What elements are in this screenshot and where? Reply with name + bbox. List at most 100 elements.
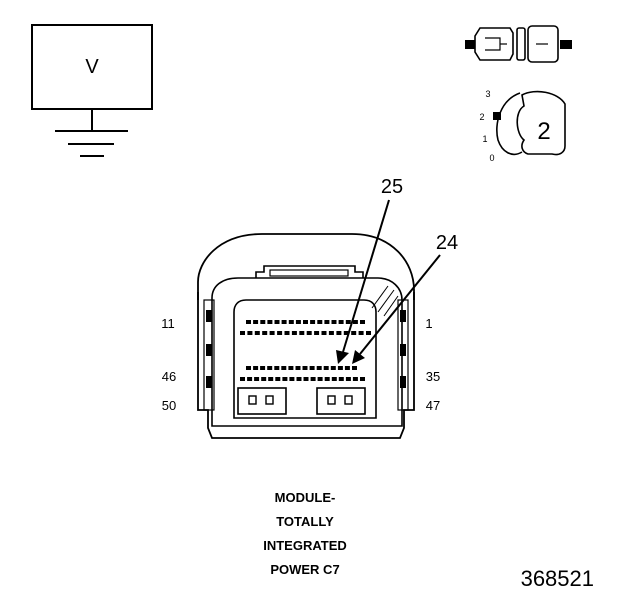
power-cavity-right: [316, 387, 366, 415]
pin-terminal: [330, 366, 336, 370]
pin-terminal: [275, 377, 281, 381]
pin-terminal: [317, 377, 323, 381]
pin-terminal: [274, 366, 280, 370]
pin-terminal: [288, 320, 294, 324]
pin-terminal: [303, 320, 308, 324]
pin-terminal: [360, 377, 365, 381]
pin-terminal: [299, 331, 305, 335]
pin-grid: [240, 320, 371, 381]
pin-terminal: [240, 377, 245, 381]
pin-terminal: [310, 320, 316, 324]
arrow-25-icon: [336, 199, 390, 364]
pin-terminal: [366, 331, 371, 335]
pin-terminal: [309, 366, 315, 370]
pin-terminal: [274, 320, 280, 324]
pin-terminal: [262, 331, 268, 335]
pin-label-11: 11: [161, 316, 175, 331]
pin-terminal: [296, 377, 302, 381]
pin-terminal: [281, 366, 287, 370]
pin-label-35: 35: [426, 369, 440, 384]
pin-terminal: [246, 320, 251, 324]
pin-terminal: [253, 366, 259, 370]
pin-terminal: [351, 331, 357, 335]
connector-c7: [197, 233, 415, 439]
pin-terminal: [267, 366, 273, 370]
pin-terminal: [328, 331, 334, 335]
pin-terminal: [338, 377, 344, 381]
pin-terminal: [358, 331, 364, 335]
pin-terminal: [247, 377, 253, 381]
voltmeter-label: V: [85, 56, 99, 78]
selector-position-1: 1: [482, 134, 487, 144]
pin-terminal: [352, 320, 358, 324]
pin-terminal: [352, 377, 358, 381]
figure-number: 368521: [520, 566, 594, 591]
pin-terminal: [344, 366, 350, 370]
pin-terminal: [288, 366, 294, 370]
pin-terminal: [310, 377, 316, 381]
pin-terminal: [291, 331, 297, 335]
callout-24: 24: [436, 232, 458, 254]
pin-terminal: [282, 377, 288, 381]
pin-terminal: [295, 320, 301, 324]
voltmeter-symbol: V: [31, 24, 153, 157]
pin-terminal: [324, 377, 330, 381]
pin-terminal: [352, 366, 357, 370]
selector-switch-icon: 3 2 1 0 2: [479, 89, 566, 163]
pin-terminal: [360, 320, 365, 324]
pin-terminal: [321, 331, 327, 335]
caption-line-1: MODULE-: [274, 490, 336, 505]
pin-label-50: 50: [162, 398, 176, 413]
pin-terminal: [253, 320, 259, 324]
pin-terminal: [336, 331, 342, 335]
pin-terminal: [247, 331, 253, 335]
pin-terminal: [343, 331, 349, 335]
caption-line-3: INTEGRATED: [263, 538, 347, 553]
pin-terminal: [295, 366, 301, 370]
pin-terminal: [267, 320, 273, 324]
pin-terminal: [314, 331, 320, 335]
pin-terminal: [260, 320, 266, 324]
pin-terminal: [337, 366, 343, 370]
pin-terminal: [303, 377, 309, 381]
selector-position-3: 3: [485, 89, 490, 99]
pin-label-1: 1: [425, 316, 432, 331]
arrow-24-icon: [352, 254, 441, 364]
pin-label-46: 46: [162, 369, 176, 384]
pin-terminal: [260, 366, 266, 370]
pin-terminal: [254, 331, 260, 335]
pin-terminal: [316, 366, 322, 370]
pin-terminal: [345, 377, 351, 381]
right-rail: [397, 299, 409, 411]
selector-position-0: 0: [489, 153, 494, 163]
pin-terminal: [317, 320, 323, 324]
pin-terminal: [289, 377, 295, 381]
pin-terminal: [254, 377, 260, 381]
caption-line-4: POWER C7: [270, 562, 340, 577]
pin-terminal: [277, 331, 283, 335]
pin-terminal: [269, 331, 275, 335]
pin-terminal: [302, 366, 308, 370]
left-rail: [203, 299, 215, 411]
selector-position-2: 2: [479, 112, 484, 122]
pin-terminal: [306, 331, 312, 335]
caption-line-2: TOTALLY: [276, 514, 334, 529]
pin-terminal: [240, 331, 245, 335]
pin-terminal: [284, 331, 290, 335]
pin-terminal: [338, 320, 344, 324]
pin-terminal: [281, 320, 287, 324]
pin-terminal: [331, 377, 337, 381]
pin-terminal: [268, 377, 274, 381]
test-lead-icon: [465, 25, 572, 63]
pin-terminal: [246, 366, 251, 370]
selector-setting: 2: [537, 118, 550, 145]
pin-terminal: [261, 377, 267, 381]
pin-terminal: [324, 320, 330, 324]
callout-25: 25: [381, 176, 403, 198]
power-cavity-left: [237, 387, 287, 415]
ground-icon: [55, 130, 128, 157]
pin-terminal: [331, 320, 337, 324]
pin-label-47: 47: [426, 398, 440, 413]
pin-terminal: [345, 320, 351, 324]
